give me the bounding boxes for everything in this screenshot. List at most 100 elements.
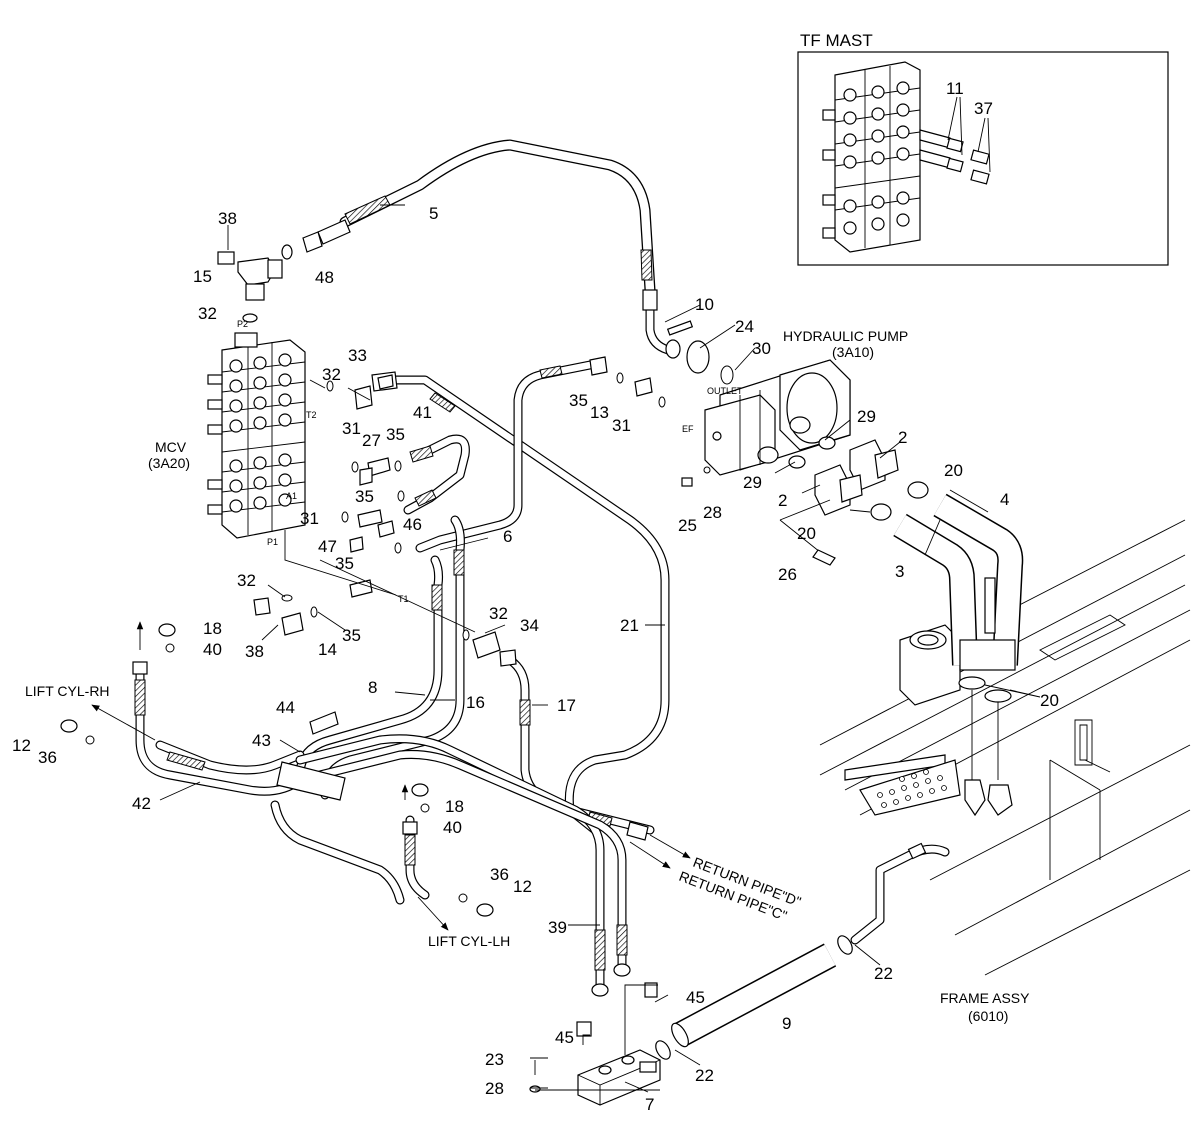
callout: 9 [782,1014,791,1033]
callout: 2 [778,491,787,510]
callout: 29 [857,407,876,426]
callout: 35 [569,391,588,410]
callout: 20 [797,524,816,543]
callout: 38 [245,642,264,661]
callout: 40 [203,640,222,659]
small-fittings [60,374,693,1093]
callout: 31 [612,416,631,435]
callout: 18 [203,619,222,638]
label-port-p2: P2 [237,319,248,329]
callout: 35 [342,626,361,645]
callout: 31 [300,509,319,528]
hose-5 [302,139,710,374]
callout: 45 [686,988,705,1007]
label-port-t1: T1 [398,594,409,604]
callout: 12 [12,736,31,755]
callout: 18 [445,797,464,816]
label-port-t2: T2 [306,410,317,420]
callout: 16 [466,693,485,712]
hydraulic-pump [704,359,851,476]
callout: 45 [555,1028,574,1047]
callout: 35 [386,425,405,444]
inset-frame [797,51,1169,266]
label-lift-cyl-lh: LIFT CYL-LH [428,933,510,949]
frame-assembly [819,519,1191,976]
callout: 6 [503,527,512,546]
callout: 38 [218,209,237,228]
callout: 25 [678,516,697,535]
return-pipe-9 [655,842,950,1060]
callout: 10 [695,295,714,314]
callout: 35 [355,487,374,506]
callout: 39 [548,918,567,937]
callout: 36 [490,865,509,884]
label-hydraulic-pump-code: (3A10) [832,344,874,360]
callout: 29 [743,473,762,492]
callout: 13 [590,403,609,422]
callout: 20 [1040,691,1059,710]
callout: 24 [735,317,754,336]
block-7 [577,1049,661,1106]
part-callouts: 11 37 38 15 48 5 32 10 24 30 33 32 41 31… [12,79,1059,1114]
callout: 30 [752,339,771,358]
label-port-a1: A1 [286,491,297,501]
callout: 40 [443,818,462,837]
callout: 4 [1000,490,1009,509]
pump-flanges [779,436,929,566]
label-port-ef: EF [682,424,694,434]
label-hydraulic-pump: HYDRAULIC PUMP [783,328,908,344]
leader-lines [159,204,1041,1093]
label-lift-cyl-rh: LIFT CYL-RH [25,683,110,699]
callout: 8 [368,678,377,697]
inset-title: TF MAST [800,31,873,50]
callout: 43 [252,731,271,750]
callout: 20 [944,461,963,480]
callout: 47 [318,537,337,556]
plate-holes [877,769,947,808]
callout: 32 [322,365,341,384]
callout: 35 [335,554,354,573]
label-frame-assy-code: (6010) [968,1008,1008,1024]
callout: 33 [348,346,367,365]
label-port-p1: P1 [267,537,278,547]
callout: 36 [38,748,57,767]
mcv-valve-block [207,332,306,539]
callout: 28 [485,1079,504,1098]
callout: 7 [645,1095,654,1114]
callout: 44 [276,698,295,717]
callout: 34 [520,616,539,635]
hose-41 [403,434,470,515]
callout: 31 [342,419,361,438]
callout: 12 [513,877,532,896]
pipe-6 [415,356,608,553]
callout: 15 [193,267,212,286]
callout: 28 [703,503,722,522]
label-outlet: OUTLET [707,386,743,396]
callout: 48 [315,268,334,287]
callout: 37 [974,99,993,118]
callout: 27 [362,431,381,450]
callout: 26 [778,565,797,584]
callout: 2 [898,428,907,447]
label-frame-assy: FRAME ASSY [940,990,1030,1006]
callout: 5 [429,204,438,223]
elbow-fitting-15 [217,225,293,323]
label-mcv-code: (3A20) [148,455,190,471]
callout: 32 [237,571,256,590]
callout: 32 [489,604,508,623]
callout: 46 [403,515,422,534]
hose-43-39 [270,734,631,997]
callout: 22 [874,964,893,983]
callout: 21 [620,616,639,635]
label-mcv: MCV [155,439,187,455]
callout: 17 [557,696,576,715]
callout: 3 [895,562,904,581]
inset-valve-block [822,61,991,253]
hose-42 [132,661,305,796]
callout: 42 [132,794,151,813]
flow-arrows [91,621,691,931]
callout: 23 [485,1050,504,1069]
callout: 11 [946,79,964,98]
callout: 32 [198,304,217,323]
